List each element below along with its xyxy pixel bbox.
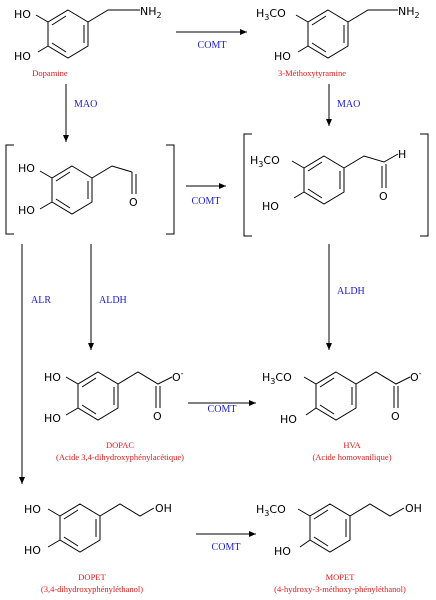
o-minus-label: O- xyxy=(172,369,184,384)
comt-label: COMT xyxy=(192,196,221,207)
ho-label: HO xyxy=(274,50,291,63)
o-label: O xyxy=(379,190,388,203)
ho-label: HO xyxy=(18,204,35,217)
ho-label: HO xyxy=(14,8,31,21)
ho-label: HO xyxy=(262,200,279,213)
hva-subtitle: (Acide homovanilique) xyxy=(312,452,391,462)
ho-label: HO xyxy=(14,50,31,63)
mopet-subtitle: (4-hydroxy-3-méthoxy-phényléthanol) xyxy=(274,584,406,594)
ho-label: HO xyxy=(24,544,41,557)
aldh-label: ALDH xyxy=(337,286,365,297)
dopal-bracket xyxy=(5,144,175,235)
dopet-subtitle: (3,4-dihydroxyphényléthanol) xyxy=(41,584,143,594)
hva-name: HVA xyxy=(343,440,361,450)
aldh-label: ALDH xyxy=(99,295,127,306)
ho-label: HO xyxy=(274,545,291,558)
comt-label: COMT xyxy=(208,404,237,415)
o-label: O xyxy=(391,410,400,423)
h-label: H xyxy=(398,148,406,161)
methoxytyramine-name: 3-Méthoxytyramine xyxy=(278,68,346,78)
dopac-subtitle: (Acide 3,4-dihydroxyphénylacétique) xyxy=(56,452,184,462)
ho-label: HO xyxy=(280,413,297,426)
mao-label: MAO xyxy=(74,99,97,110)
mopet-structure: H3CO HO OH xyxy=(256,502,422,558)
oh-label: OH xyxy=(155,502,172,515)
o-label: O xyxy=(153,410,162,423)
nh2-label: NH2 xyxy=(140,5,162,20)
methoxytyramine-structure: H3CO HO NH2 xyxy=(256,5,420,63)
comt-label: COMT xyxy=(198,40,227,51)
dopal-structure: HO HO O xyxy=(18,162,138,217)
dopamine-name: Dopamine xyxy=(32,68,68,78)
comt-label: COMT xyxy=(212,542,241,553)
ho-label: HO xyxy=(44,412,61,425)
h3co-label: H3CO xyxy=(256,7,286,22)
dopamine-structure: HO HO NH2 xyxy=(14,5,162,63)
ho-label: HO xyxy=(44,371,61,384)
nh2-label: NH2 xyxy=(398,5,420,20)
dopet-name: DOPET xyxy=(78,572,106,582)
dopet-structure: HO HO OH xyxy=(24,502,172,557)
o-label: O xyxy=(129,196,138,209)
o-minus-label: O- xyxy=(410,369,422,384)
hva-structure: H3CO HO O O- xyxy=(262,369,422,426)
ho-label: HO xyxy=(18,162,35,175)
h3co-label: H3CO xyxy=(262,371,292,386)
mao-label: MAO xyxy=(337,99,360,110)
oh-label: OH xyxy=(405,502,422,515)
dopac-structure: HO HO O O- xyxy=(44,369,184,425)
alr-label: ALR xyxy=(31,295,51,306)
mopet-name: MOPET xyxy=(326,572,356,582)
dopac-name: DOPAC xyxy=(106,440,134,450)
h3co-label: H3CO xyxy=(250,154,280,169)
h3co-label: H3CO xyxy=(256,503,286,518)
mopal-bracket xyxy=(243,133,429,237)
mopal-structure: H3CO HO O H xyxy=(250,148,406,213)
ho-label: HO xyxy=(24,503,41,516)
